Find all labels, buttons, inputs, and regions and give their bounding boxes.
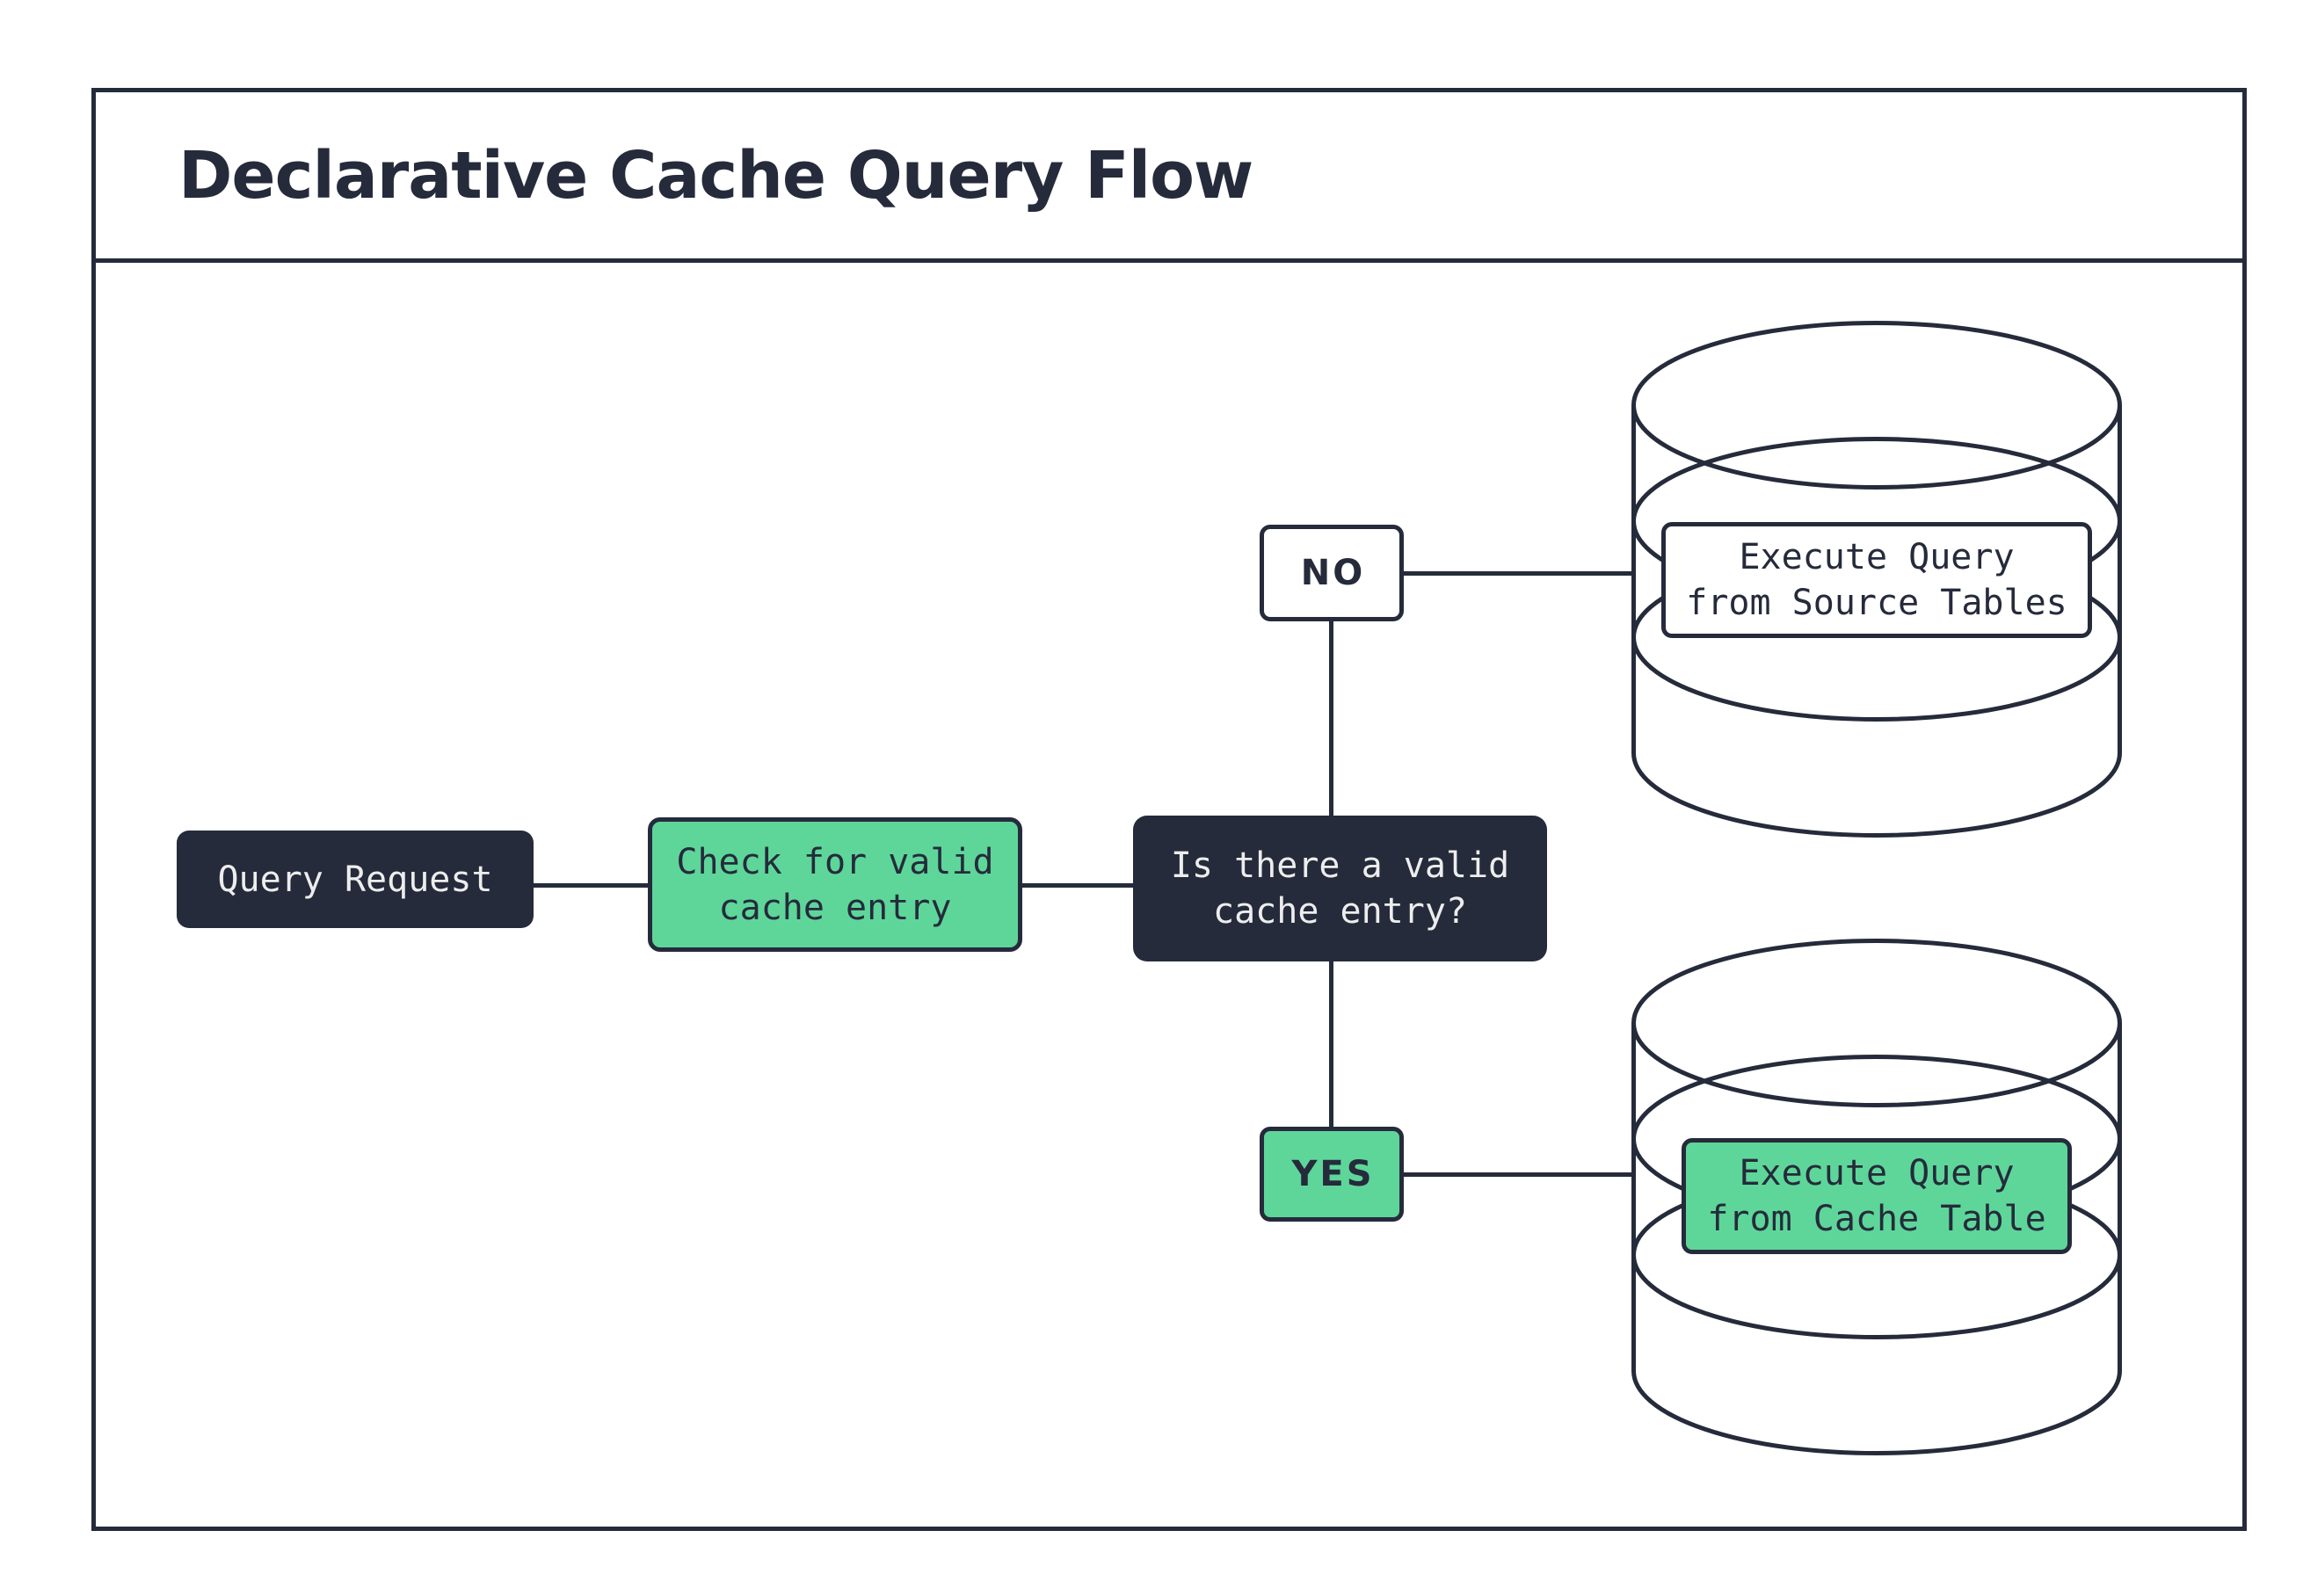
node-branch-yes-label: YES <box>1291 1154 1375 1194</box>
node-decision: Is there a valid cache entry? <box>1133 816 1547 961</box>
edge-decision-to-yes <box>1329 961 1333 1127</box>
node-query-request: Query Request <box>177 831 534 928</box>
diagram-frame <box>91 88 2247 1531</box>
node-cache-db-label-box: Execute Query from Cache Table <box>1682 1138 2072 1254</box>
node-branch-yes: YES <box>1260 1127 1404 1222</box>
node-check-cache: Check for valid cache entry <box>648 817 1022 952</box>
cache-db-cylinder-icon <box>1631 939 2122 1455</box>
node-source-db-label-box: Execute Query from Source Tables <box>1661 522 2092 638</box>
node-decision-label: Is there a valid cache entry? <box>1170 845 1510 932</box>
node-query-request-label: Query Request <box>217 859 493 900</box>
edge-yes-to-cache-db <box>1404 1172 1631 1177</box>
node-source-db-label: Execute Query from Source Tables <box>1686 537 2067 623</box>
node-check-cache-label: Check for valid cache entry <box>676 841 994 928</box>
edge-check-to-decision <box>1022 883 1133 888</box>
node-cache-db-label: Execute Query from Cache Table <box>1707 1153 2046 1239</box>
diagram-title: Declarative Cache Query Flow <box>178 137 1253 214</box>
edge-query-to-check <box>534 883 648 888</box>
edge-no-to-source-db <box>1404 571 1631 576</box>
node-branch-no: NO <box>1260 525 1404 621</box>
title-bar: Declarative Cache Query Flow <box>91 88 2247 263</box>
node-branch-no-label: NO <box>1300 553 1366 593</box>
edge-decision-to-no <box>1329 621 1333 816</box>
